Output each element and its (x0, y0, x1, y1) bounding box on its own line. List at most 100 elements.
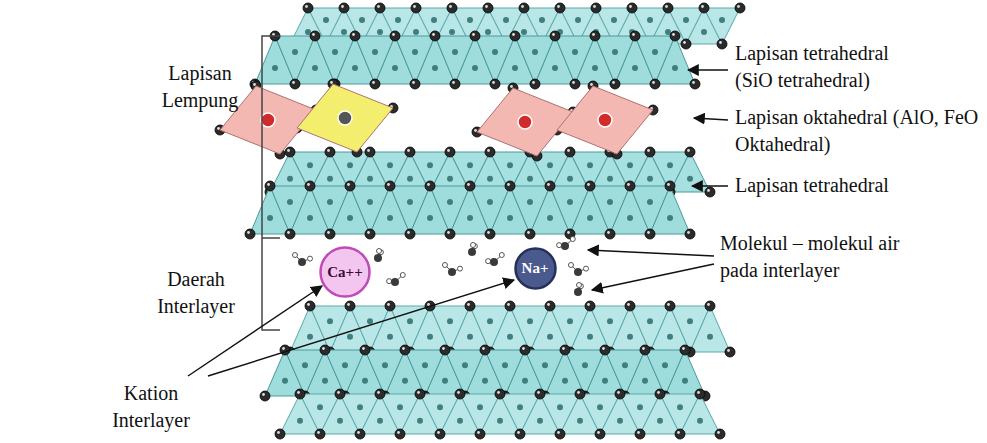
atom-highlight (327, 149, 330, 152)
oxygen-atoms (285, 301, 735, 357)
oxygen-atom (520, 345, 530, 355)
silicon-atom (367, 199, 373, 205)
oxygen-atom (715, 429, 725, 439)
silicon-atoms (297, 404, 703, 423)
oxygen-atom (445, 229, 455, 239)
atom-highlight (590, 83, 593, 86)
oxygen-atom (545, 181, 555, 191)
silicon-atom (462, 362, 468, 368)
atom-highlight (572, 81, 575, 84)
label: Lapisan oktahedral (AlO, FeO Oktahedral) (735, 104, 983, 158)
oxygen-atom (395, 429, 405, 439)
atom-highlight (347, 303, 350, 306)
oxygen-atom (630, 31, 640, 41)
oxygen-atom (665, 301, 675, 311)
silicon-atom (521, 29, 527, 35)
silicon-atom (647, 199, 653, 205)
oxygen-atom (483, 3, 493, 13)
silicon-atom (322, 378, 328, 384)
atom-highlight (510, 85, 513, 88)
silicon-atom (347, 162, 353, 168)
atom-highlight (217, 127, 220, 130)
atom-highlight (352, 33, 355, 36)
atom-highlight (449, 5, 452, 8)
atom-highlight (587, 303, 590, 306)
silicon-atom (611, 17, 617, 23)
silicon-atom (567, 318, 573, 324)
oxygen-atom (375, 3, 385, 13)
atom-highlight (417, 391, 420, 394)
silicon-atom (632, 65, 638, 71)
silicon-atom (377, 418, 383, 424)
atom-highlight (297, 391, 300, 394)
oxygen-atom (574, 268, 582, 276)
oxygen-atom (555, 429, 565, 439)
atom-highlight (487, 231, 490, 234)
oxygen-atom (405, 147, 415, 157)
oxygen-atom (680, 345, 690, 355)
atom-highlight (707, 189, 710, 192)
silicon-atom (592, 65, 598, 71)
metal-atom (261, 113, 275, 127)
atom-highlight (377, 391, 380, 394)
silicon-atom (457, 418, 463, 424)
atom-highlight (522, 347, 525, 350)
oxygen-atom (470, 31, 480, 41)
oxygen-atom (290, 79, 300, 89)
oxygen-atom (625, 301, 635, 311)
oxygen-atom (590, 31, 600, 41)
cation-circle: Na+ (514, 247, 557, 290)
tetrahedron (680, 394, 720, 434)
atom-highlight (282, 347, 285, 350)
hydrogen-atom (584, 266, 589, 271)
silicon-atom (467, 215, 473, 221)
silicon-atom (487, 176, 493, 182)
silicon-atom (312, 65, 318, 71)
silicon-atom (557, 404, 563, 410)
oxygen-atom (450, 79, 460, 89)
atom-highlight (593, 5, 596, 8)
oxygen-atom (465, 301, 475, 311)
oxygen-atom (345, 301, 355, 311)
silicon-atom (267, 215, 273, 221)
leader-arrow (692, 185, 728, 187)
oxygen-atom (385, 181, 395, 191)
oxygen-atom (285, 229, 295, 239)
atom-highlight (687, 231, 690, 234)
oxygen-atom (570, 79, 580, 89)
hydrogen-atom (568, 263, 573, 268)
silicon-atom (447, 176, 453, 182)
tetrahedron (655, 36, 695, 84)
silicon-atom (347, 334, 353, 340)
atom-highlight (427, 303, 430, 306)
hydrogen-atom (377, 249, 382, 254)
silicon-atom (392, 65, 398, 71)
atom-highlight (547, 303, 550, 306)
oxygen-atom (445, 147, 455, 157)
silicon-atom (282, 378, 288, 384)
atom-highlight (497, 391, 500, 394)
oxygen-atom (595, 429, 605, 439)
oxygen-atom (415, 389, 425, 399)
silicon-atom (647, 176, 653, 182)
atom-highlight (467, 303, 470, 306)
silicon-atom (327, 176, 333, 182)
silicon-atom (437, 404, 443, 410)
atom-highlight (427, 183, 430, 186)
atom-highlight (517, 431, 520, 434)
silicon-atom (272, 65, 278, 71)
atom-highlight (482, 347, 485, 350)
oxygen-atom (335, 389, 345, 399)
silicon-atom (287, 199, 293, 205)
atom-highlight (253, 83, 256, 86)
silicon-atom (667, 334, 673, 340)
silicon-atom (327, 199, 333, 205)
atom-highlight (347, 183, 350, 186)
silicon-atom (332, 49, 338, 55)
silicon-atom (642, 378, 648, 384)
oxygen-atom (545, 301, 555, 311)
silicon-atom (482, 378, 488, 384)
oxygen-atom (320, 345, 330, 355)
